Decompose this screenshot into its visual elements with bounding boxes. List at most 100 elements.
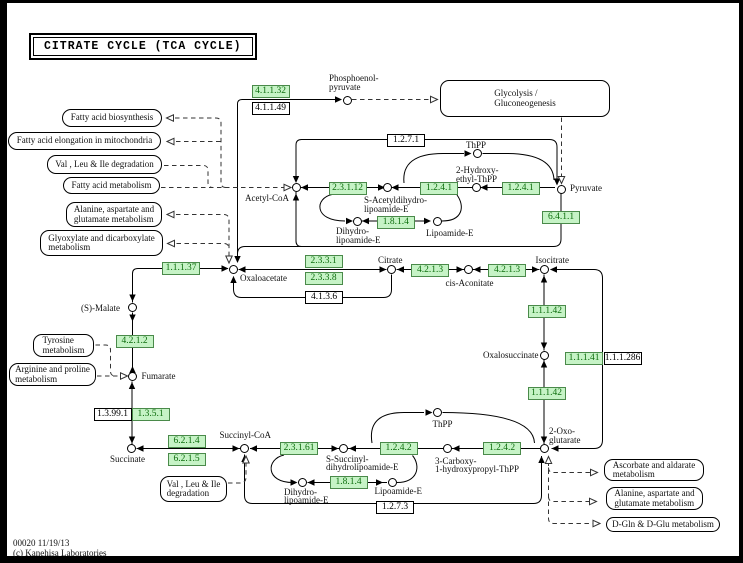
metabolite-label-oxalosuccinate: Oxalosuccinate: [483, 350, 539, 360]
metabolite-oxalosuccinate[interactable]: [539, 350, 549, 360]
metabolite-lipoamide-e-pdh[interactable]: [433, 216, 442, 226]
map-border-top: [0, 0, 743, 3]
pathway-box-ascorbate-and-aldarate-metabolism[interactable]: Ascorbate and aldarate metabolism: [604, 459, 704, 481]
enzyme-box-1.1.1.37[interactable]: 1.1.1.37: [162, 262, 200, 275]
arrowhead-icon: [238, 266, 246, 273]
arrowhead-icon: [362, 217, 369, 225]
enzyme-box-4.2.1.3[interactable]: 4.2.1.3: [488, 263, 526, 277]
metabolite-label-thpp-pdh: ThPP: [466, 140, 487, 150]
metabolite-phosphoenolpyruvate[interactable]: [342, 95, 352, 105]
enzyme-box-1.3.99.1[interactable]: 1.3.99.1: [93, 407, 132, 421]
pathway-box-alanine-aspartate-glutamate-metabolism-left[interactable]: Alanine, aspartate and glutamate metabol…: [66, 202, 162, 227]
arrowhead-icon: [292, 176, 300, 183]
metabolite-cis-aconitate[interactable]: [464, 265, 473, 274]
enzyme-box-4.1.3.6[interactable]: 4.1.3.6: [305, 291, 343, 304]
metabolite-citrate[interactable]: [387, 265, 396, 274]
metabolite-thpp-ogdh[interactable]: [433, 408, 442, 417]
metabolite-s-acetyldihydrolipoamide-e[interactable]: [382, 183, 392, 192]
metabolite-succinyl-coa[interactable]: [240, 444, 249, 453]
metabolite-label-phosphoenolpyruvate: Phosphoenol- pyruvate: [329, 73, 379, 92]
metabolite-label-dihydrolipoamide-e-pdh: Dihydro- lipoamide-E: [336, 226, 381, 245]
arrowhead-icon: [532, 266, 539, 273]
metabolite-dihydrolipoamide-e-ogdh[interactable]: [298, 478, 307, 487]
arrowhead-icon: [452, 445, 460, 452]
pathway-box-label: Fatty acid biosynthesis: [70, 112, 154, 123]
metabolite-isocitrate[interactable]: [539, 265, 549, 274]
enzyme-box-6.4.1.1[interactable]: 6.4.1.1: [542, 211, 580, 224]
metabolite-thpp-pdh[interactable]: [473, 149, 482, 158]
map-title: CITRATE CYCLE (TCA CYCLE): [33, 37, 253, 56]
arrowhead-icon: [540, 360, 548, 368]
metabolite-succinate[interactable]: [127, 444, 136, 453]
metabolite-fumarate[interactable]: [128, 372, 137, 381]
enzyme-box-1.1.1.42[interactable]: 1.1.1.42: [527, 305, 566, 318]
metabolite-pyruvate[interactable]: [556, 184, 566, 194]
pathway-box-alanine-aspartate-glutamate-metabolism-right[interactable]: Alanine, aspartate and glutamate metabol…: [606, 487, 703, 510]
enzyme-box-2.3.1.12[interactable]: 2.3.1.12: [328, 181, 367, 195]
enzyme-box-2.3.1.61[interactable]: 2.3.1.61: [280, 442, 318, 455]
open-arrowhead-icon: [590, 468, 599, 477]
metabolite-label-s-malate: (S)-Malate: [81, 302, 120, 313]
enzyme-box-1.1.1.286[interactable]: 1.1.1.286: [603, 352, 642, 365]
enzyme-box-4.2.1.3[interactable]: 4.2.1.3: [411, 263, 449, 277]
enzyme-box-1.2.4.1[interactable]: 1.2.4.1: [420, 181, 458, 195]
enzyme-box-1.2.4.1[interactable]: 1.2.4.1: [501, 181, 540, 195]
arrowhead-icon: [232, 445, 240, 452]
enzyme-box-1.2.7.3[interactable]: 1.2.7.3: [376, 501, 414, 514]
open-arrowhead-icon: [120, 372, 129, 380]
metabolite-label-fumarate: Fumarate: [141, 371, 176, 381]
enzyme-box-6.2.1.4[interactable]: 6.2.1.4: [167, 434, 206, 448]
enzyme-box-1.8.1.4[interactable]: 1.8.1.4: [376, 216, 415, 229]
enzyme-box-1.2.4.2[interactable]: 1.2.4.2: [379, 442, 418, 455]
metabolite-label-lipoamide-e-ogdh: Lipoamide-E: [374, 486, 422, 496]
metabolite-s-succinyldihydrolipoamide-e[interactable]: [339, 444, 348, 453]
metabolite-label-succinyl-coa: Succinyl-CoA: [219, 429, 272, 440]
metabolite-label-2-oxoglutarate: 2-Oxo- glutarate: [549, 426, 581, 445]
metabolite-2-oxoglutarate[interactable]: [539, 444, 549, 453]
enzyme-box-1.1.1.41[interactable]: 1.1.1.41: [565, 352, 603, 365]
metabolite-3-carboxy-1-hydroxypropyl-thpp[interactable]: [443, 444, 452, 453]
pathway-box-glycolysis-gluconeogenesis[interactable]: Glycolysis / Gluconeogenesis: [440, 80, 610, 117]
arrowhead-icon: [456, 266, 464, 273]
metabolite-acetyl-coa[interactable]: [291, 183, 301, 192]
enzyme-box-1.2.7.1[interactable]: 1.2.7.1: [387, 133, 425, 147]
arrowhead-icon: [129, 314, 136, 322]
pathway-box-d-gln-d-glu-metabolism[interactable]: D-Gln & D-Glu metabolism: [606, 517, 720, 532]
arrowhead-icon: [250, 445, 257, 452]
enzyme-box-4.1.1.32[interactable]: 4.1.1.32: [251, 85, 290, 98]
metabolite-label-pyruvate: Pyruvate: [570, 183, 602, 193]
arrowhead-icon: [129, 366, 136, 373]
arrowhead-icon: [290, 479, 298, 486]
pathway-box-val-leu-ile-degradation-upper[interactable]: Val , Leu & Ile degradation: [47, 155, 162, 174]
enzyme-box-6.2.1.5[interactable]: 6.2.1.5: [167, 452, 206, 466]
metabolite-s-malate[interactable]: [128, 303, 137, 312]
enzyme-box-1.1.1.42[interactable]: 1.1.1.42: [527, 387, 566, 400]
pathway-box-tyrosine-metabolism[interactable]: Tyrosine metabolism: [33, 334, 94, 357]
pathway-box-fatty-acid-biosynthesis[interactable]: Fatty acid biosynthesis: [62, 109, 162, 127]
enzyme-box-1.8.1.4[interactable]: 1.8.1.4: [329, 476, 368, 489]
arrowhead-icon: [378, 184, 385, 191]
enzyme-box-2.3.3.1[interactable]: 2.3.3.1: [304, 255, 343, 268]
metabolite-oxaloacetate[interactable]: [229, 265, 238, 274]
metabolite-2-hydroxyethyl-thpp[interactable]: [471, 183, 481, 192]
metabolite-lipoamide-e-ogdh[interactable]: [388, 478, 397, 487]
enzyme-box-4.1.1.49[interactable]: 4.1.1.49: [251, 101, 290, 115]
arrowhead-icon: [301, 184, 308, 191]
pathway-box-fatty-acid-metabolism[interactable]: Fatty acid metabolism: [63, 177, 160, 194]
arrowhead-icon: [464, 150, 472, 157]
metabolite-label-lipoamide-e-pdh: Lipoamide-E: [426, 228, 474, 238]
enzyme-box-4.2.1.2[interactable]: 4.2.1.2: [115, 335, 154, 348]
arrowhead-icon: [230, 276, 237, 283]
pathway-box-arginine-and-proline-metabolism[interactable]: Arginine and proline metabolism: [9, 363, 96, 386]
enzyme-box-1.3.5.1[interactable]: 1.3.5.1: [131, 407, 170, 421]
arrowhead-icon: [379, 266, 387, 273]
arrowhead-icon: [391, 184, 399, 191]
pathway-box-val-leu-ile-degradation-lower[interactable]: Val , Leu & Ile degradation: [160, 476, 227, 502]
pathway-box-fatty-acid-elongation-in-mitochondria[interactable]: Fatty acid elongation in mitochondria: [8, 132, 161, 150]
enzyme-box-2.3.3.8[interactable]: 2.3.3.8: [304, 272, 343, 285]
arrowhead-icon: [128, 382, 136, 389]
pathway-box-glyoxylate-and-dicarboxylate-metabolism[interactable]: Glyoxylate and dicarboxylate metabolism: [40, 230, 163, 256]
metabolite-dihydrolipoamide-e-pdh[interactable]: [353, 216, 362, 226]
enzyme-box-1.2.4.2[interactable]: 1.2.4.2: [483, 442, 521, 455]
